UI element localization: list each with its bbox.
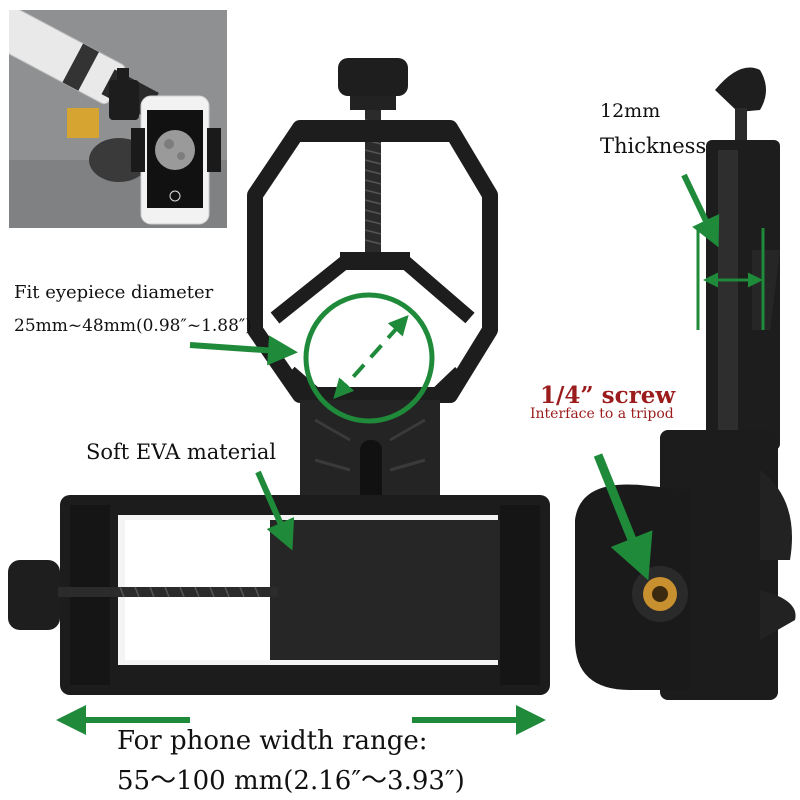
thickness-value-label: 12mm xyxy=(600,100,661,122)
adapter-front-view xyxy=(247,58,498,520)
eva-material-label: Soft EVA material xyxy=(86,440,277,464)
screw-subtitle-label: Interface to a tripod xyxy=(530,406,674,422)
thickness-word-label: Thickness xyxy=(600,134,707,158)
eyepiece-label-line2: 25mm~48mm(0.98″~1.88″) xyxy=(14,316,252,336)
eyepiece-label-line1: Fit eyepiece diameter xyxy=(14,282,214,303)
screw-title-label: 1/4” screw xyxy=(540,382,676,409)
telescope-inset-photo xyxy=(9,10,227,228)
phone-clamp xyxy=(8,495,550,695)
phone-width-label-line1: For phone width range: xyxy=(117,726,428,756)
eyepiece-circle xyxy=(303,292,435,424)
inset-illustration xyxy=(9,10,227,228)
adapter-side-view xyxy=(575,67,796,700)
moon-on-phone-screen xyxy=(155,130,195,170)
phone-width-label-line2: 55～100 mm(2.16″～3.93″) xyxy=(117,766,465,796)
